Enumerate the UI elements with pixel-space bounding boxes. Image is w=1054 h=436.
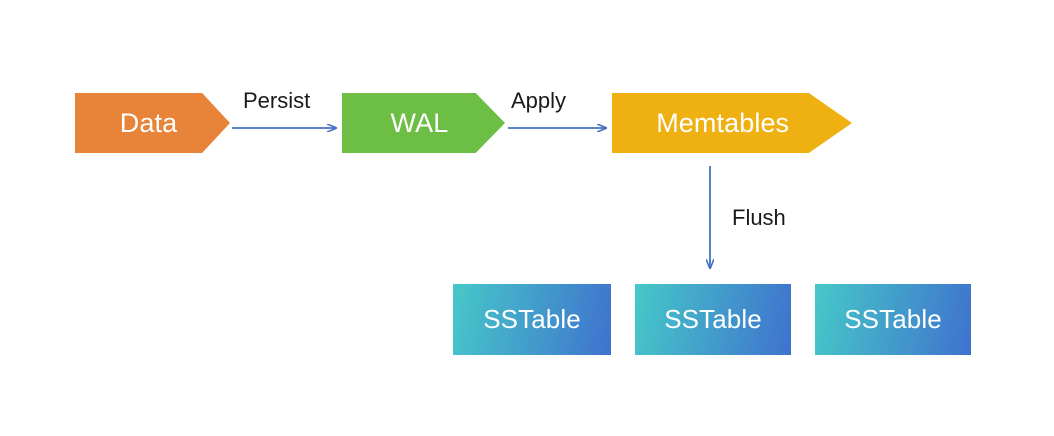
edge-label-flush: Flush [732,205,786,230]
node-sstable-2-label: SSTable [664,304,762,334]
node-data-label: Data [119,107,178,138]
node-wal-label: WAL [390,107,449,138]
node-sstable-2[interactable]: SSTable [635,284,791,355]
node-memtables[interactable]: Memtables [612,93,852,153]
node-data[interactable]: Data [75,93,230,153]
node-sstable-3-label: SSTable [844,304,942,334]
node-sstable-1[interactable]: SSTable [453,284,611,355]
edge-label-apply: Apply [511,88,567,113]
node-memtables-label: Memtables [656,107,790,138]
node-sstable-3[interactable]: SSTable [815,284,971,355]
node-wal[interactable]: WAL [342,93,505,153]
node-sstable-1-label: SSTable [483,304,581,334]
edge-label-persist: Persist [243,88,311,113]
